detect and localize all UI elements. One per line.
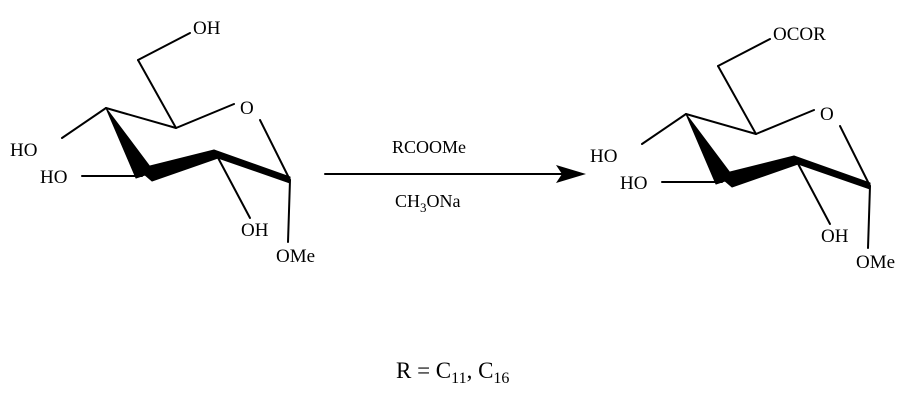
- product-c3-c2-wedge: [717, 155, 799, 188]
- r-group-middle: , C: [467, 358, 494, 383]
- product-ho-lower-label: HO: [620, 173, 647, 194]
- product-molecule: OCOR O HO HO OH OMe: [590, 24, 895, 273]
- reagent-below-sub: 3: [420, 200, 427, 215]
- reactant-ring-o-label: O: [240, 98, 254, 119]
- reactant-oh-bottom-label: OH: [241, 220, 269, 241]
- reactant-ome-label: OMe: [276, 246, 315, 267]
- product-ch2-o-bond: [717, 38, 771, 67]
- product-c4-c5-bond: [685, 113, 757, 135]
- r-group-sub1: 11: [451, 370, 466, 387]
- product-ome-label: OMe: [856, 252, 895, 273]
- reactant-o-c1-bond: [259, 119, 291, 181]
- product-c5-ch2-bond: [717, 65, 757, 135]
- reactant-c4-ho-bond: [61, 107, 107, 139]
- reactant-molecule: OH O HO HO OH OMe: [10, 18, 315, 267]
- reactant-ch2-oh-bond: [137, 32, 191, 61]
- reactant-c4-c5-bond: [105, 107, 177, 129]
- product-ho-upper-label: HO: [590, 146, 617, 167]
- product-c5-o-bond: [755, 109, 815, 135]
- reagent-above-arrow: RCOOMe: [392, 137, 466, 157]
- reaction-arrow-group: RCOOMe CH3ONa: [324, 137, 586, 215]
- product-c2-c1-wedge: [793, 155, 871, 190]
- product-ester-label: OCOR: [773, 24, 826, 45]
- reactant-oh-top-label: OH: [193, 18, 221, 39]
- reagent-below-prefix: CH: [395, 191, 420, 211]
- product-c1-ome-bond: [867, 185, 871, 249]
- product-ring-o-label: O: [820, 104, 834, 125]
- product-o-c1-bond: [839, 125, 871, 187]
- reactant-c5-o-bond: [175, 103, 235, 129]
- reagent-below-suffix: ONa: [427, 191, 461, 211]
- reactant-c5-ch2-bond: [137, 59, 177, 129]
- product-c4-ho-bond: [641, 113, 687, 145]
- reactant-ho-lower-label: HO: [40, 167, 67, 188]
- reactant-ho-upper-label: HO: [10, 140, 37, 161]
- reactant-c1-ome-bond: [287, 179, 291, 243]
- product-c2-oh-bond: [795, 159, 831, 225]
- reactant-c3-c2-wedge: [137, 149, 219, 182]
- reaction-arrow-head: [556, 165, 586, 183]
- reagent-below-arrow: CH3ONa: [395, 191, 461, 215]
- reactant-c2-oh-bond: [215, 153, 251, 219]
- reactant-c2-c1-wedge: [213, 149, 291, 184]
- r-group-prefix: R = C: [396, 358, 451, 383]
- r-group-sub2: 16: [493, 370, 509, 387]
- r-group-definition: R = C11, C16: [396, 358, 509, 387]
- product-oh-bottom-label: OH: [821, 226, 849, 247]
